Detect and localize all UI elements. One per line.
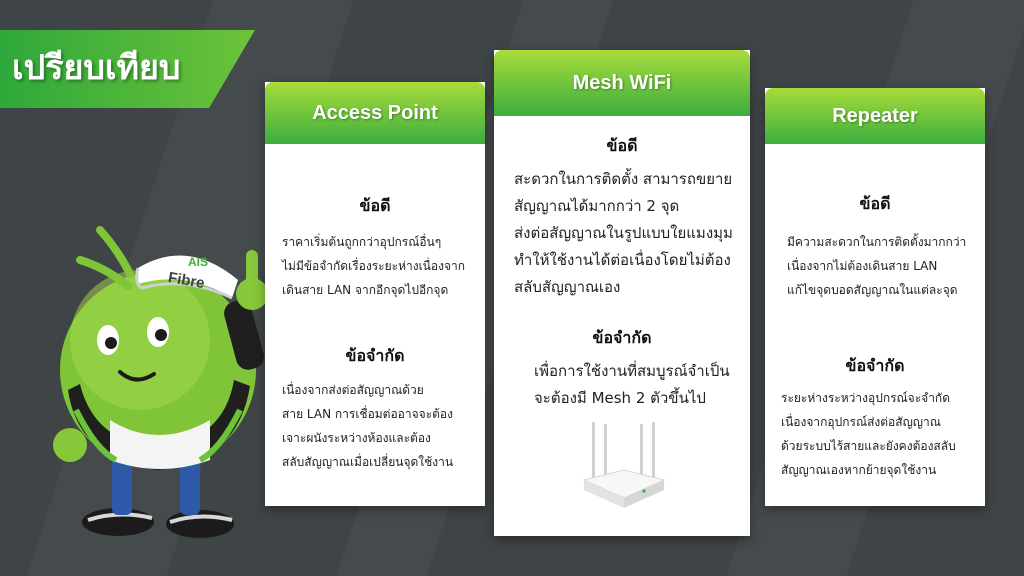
access-point-pros-text: ราคาเริ่มต้นถูกกว่าอุปกรณ์อื่นๆ ไม่มีข้อ…	[282, 235, 465, 297]
repeater-card: Repeater ข้อดี มีความสะดวกในการติดตั้งมา…	[765, 88, 985, 506]
cap-logo-bottom: Fibre	[167, 269, 206, 292]
mesh-wifi-pros-title: ข้อดี	[606, 136, 638, 155]
repeater-cons-title: ข้อจำกัด	[845, 356, 905, 375]
mesh-wifi-pros-text: สะดวกในการติดตั้ง สามารถขยาย สัญญาณได้มา…	[514, 170, 733, 296]
repeater-cons-text: ระยะห่างระหว่างอุปกรณ์จะจำกัด เนื่องจากอ…	[781, 391, 956, 477]
access-point-card: Access Point ข้อดี ราคาเริ่มต้นถูกกว่าอุ…	[265, 82, 485, 506]
access-point-cons-title: ข้อจำกัด	[345, 346, 405, 365]
access-point-pros-title: ข้อดี	[359, 196, 391, 215]
mesh-wifi-cons-title: ข้อจำกัด	[592, 328, 652, 347]
mascot-illustration: AIS Fibre	[53, 226, 268, 538]
router-illustration	[582, 422, 666, 508]
access-point-cons-text: เนื่องจากส่งต่อสัญญาณด้วย สาย LAN การเชื…	[282, 383, 454, 469]
repeater-pros-title: ข้อดี	[859, 194, 891, 213]
page-title: เปรียบเทียบ	[12, 48, 181, 88]
mesh-wifi-header: Mesh WiFi	[494, 50, 750, 116]
cap-logo-top: AIS	[188, 255, 208, 269]
mesh-wifi-cons-text: เพื่อการใช้งานที่สมบูรณ์จำเป็น จะต้องมี …	[534, 362, 730, 407]
title-banner	[0, 30, 255, 108]
mesh-wifi-card: Mesh WiFi ข้อดี สะดวกในการติดตั้ง สามารถ…	[494, 50, 750, 536]
repeater-header: Repeater	[765, 88, 985, 144]
access-point-header: Access Point	[265, 82, 485, 144]
repeater-pros-text: มีความสะดวกในการติดตั้งมากกว่า เนื่องจาก…	[787, 235, 967, 297]
